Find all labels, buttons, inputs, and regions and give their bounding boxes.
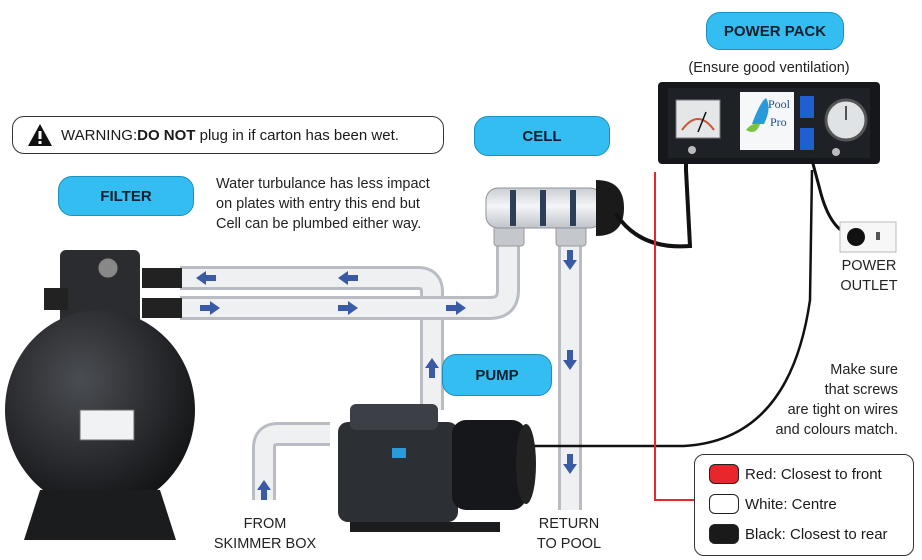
arrow-left-icon: [196, 271, 216, 285]
arrow-right-icon: [338, 301, 358, 315]
warning-prefix: WARNING:: [61, 126, 138, 144]
flow-arrows: [196, 250, 577, 500]
legend-label: Red: Closest to front: [745, 465, 882, 483]
screws-note: Make sure that screws are tight on wires…: [720, 360, 898, 440]
wire-color-legend: Red: Closest to front White: Centre Blac…: [694, 454, 914, 556]
turbulance-note-line: Water turbulance has less impact: [216, 176, 430, 192]
power-pack-unit: Pool Pro: [658, 82, 880, 164]
from-skimmer-line: SKIMMER BOX: [213, 536, 317, 552]
from-skimmer-line: FROM: [243, 516, 287, 532]
logo-text-line1: Pool: [768, 97, 791, 111]
return-to-pool-label: RETURN TO POOL: [516, 514, 622, 554]
ventilation-note: (Ensure good ventilation): [688, 60, 850, 76]
power-outlet-line: OUTLET: [840, 278, 898, 294]
legend-row-white: White: Centre: [709, 493, 837, 515]
arrow-right-icon: [200, 301, 220, 315]
screws-note-line: are tight on wires: [787, 402, 898, 418]
power-pack-label: POWER PACK: [706, 12, 844, 50]
logo-text-line2: Pro: [770, 115, 787, 129]
arrow-up-icon: [257, 480, 271, 500]
warning-emphasis: DO NOT: [137, 126, 196, 144]
arrow-up-icon: [425, 358, 439, 378]
legend-label: Black: Closest to rear: [745, 525, 888, 543]
screws-note-line: and colours match.: [775, 422, 898, 438]
arrow-left-icon: [338, 271, 358, 285]
screws-note-line: Make sure: [830, 362, 898, 378]
white-swatch: [709, 494, 739, 514]
sand-filter: [5, 250, 195, 540]
power-outlet-unit: [839, 221, 897, 253]
wire-to-pump: [530, 169, 814, 448]
power-outlet-line: POWER: [841, 258, 897, 274]
black-swatch: [709, 524, 739, 544]
turbulance-note-line: Cell can be plumbed either way.: [216, 216, 422, 232]
arrow-down-icon: [563, 454, 577, 474]
arrow-down-icon: [563, 250, 577, 270]
pipe-network: [180, 225, 587, 510]
return-to-pool-line: TO POOL: [536, 536, 602, 552]
arrow-down-icon: [563, 350, 577, 370]
legend-label: White: Centre: [745, 495, 837, 513]
screws-note-line: that screws: [824, 382, 898, 398]
power-outlet-label: POWER OUTLET: [828, 256, 910, 296]
cell-label: CELL: [474, 116, 610, 156]
pump-label: PUMP: [442, 354, 552, 396]
legend-row-red: Red: Closest to front: [709, 463, 882, 485]
filter-label: FILTER: [58, 176, 194, 216]
warning-banner: WARNING: DO NOT plug in if carton has be…: [12, 116, 444, 154]
red-indicator-line: [654, 172, 694, 501]
return-to-pool-line: RETURN: [538, 516, 600, 532]
turbulance-note: Water turbulance has less impact on plat…: [216, 174, 476, 234]
legend-row-black: Black: Closest to rear: [709, 523, 888, 545]
pool-pump: [338, 404, 536, 532]
arrow-right-icon: [446, 301, 466, 315]
warning-icon: [28, 124, 52, 146]
from-skimmer-label: FROM SKIMMER BOX: [200, 514, 330, 554]
cell-unit: [485, 169, 693, 249]
turbulance-note-line: on plates with entry this end but: [216, 196, 420, 212]
red-swatch: [709, 464, 739, 484]
warning-suffix: plug in if carton has been wet.: [195, 126, 399, 144]
